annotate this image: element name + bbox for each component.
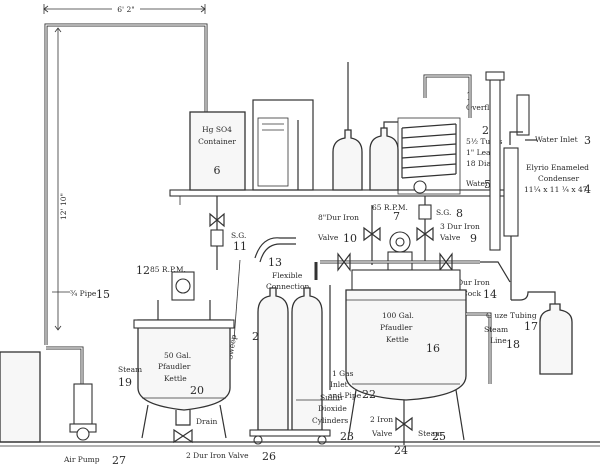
- callout-10: 10: [343, 232, 357, 245]
- callout-17: 17: [524, 320, 538, 333]
- sulfur-line2: Dioxide: [318, 404, 347, 413]
- callout-15: 15: [96, 288, 110, 301]
- callout-6: 6: [214, 164, 221, 177]
- callout-5: 5: [484, 178, 491, 191]
- drain-label: Drain: [196, 417, 217, 426]
- condenser-label-line1: Elyrio Enameled: [526, 163, 589, 172]
- callout-24: 24: [394, 444, 408, 457]
- steam-line-label2: Line: [490, 336, 507, 345]
- dur-valve-left-line1: 8"Dur Iron: [318, 213, 359, 222]
- sulfur-dioxide-cylinders: Sulfur Dioxide Cylinders 23: [249, 287, 354, 445]
- center-valves: 65 R.P.M. 7 S.G. 8 8"Dur Iron Valve 10 3…: [317, 196, 511, 301]
- side-dimension-label: 12' 10": [59, 193, 68, 220]
- air-pump-label: Air Pump: [63, 455, 100, 464]
- kettle-small-line3: Kettle: [164, 374, 187, 383]
- steam-left-label: Steam: [118, 365, 142, 374]
- dur-cock-line2: Cock: [462, 289, 481, 298]
- dur-valve-left-line2: Valve: [317, 233, 339, 242]
- sulfur-line1: Sulfur: [320, 393, 344, 402]
- kettle-small-line1: 50 Gal.: [164, 351, 191, 360]
- small-kettle: 12 85 R.P.M. 50 Gal. Pfaudler Kettle 20 …: [118, 264, 266, 444]
- callout-14: 14: [483, 288, 497, 301]
- turns-label: 5½ Turns: [466, 137, 503, 146]
- hgso4-container: Hg SO4 Container 6: [189, 111, 246, 191]
- hgso4-label-line2: Container: [198, 137, 236, 146]
- steam-line: Steam Line 18: [466, 312, 520, 384]
- upper-piping: [423, 74, 472, 118]
- dur-cock-line1: 8 Dur Iron: [450, 278, 490, 287]
- iron-valve-line2: Valve: [371, 429, 393, 438]
- shelf: [169, 189, 516, 205]
- steam-bottom-label: Steam: [418, 429, 442, 438]
- callout-2: 2: [482, 124, 489, 137]
- lead-coil: Overflow 1 5½ Turns 1" Lead 18 Dia. Wate…: [397, 90, 503, 195]
- steam-line-label1: Steam: [484, 325, 508, 334]
- callout-22: 22: [362, 388, 376, 401]
- dia-label: 18 Dia.: [466, 159, 493, 168]
- sulfur-line3: Cylinders: [312, 416, 348, 425]
- condenser-label-line2: Condenser: [538, 174, 579, 183]
- dur-iron-valve-bottom: 2 Dur Iron Valve: [186, 451, 249, 460]
- dur-valve-right-line1: 3 Dur Iron: [440, 222, 480, 231]
- kettle-small-line2: Pfaudler: [158, 362, 191, 371]
- shelf-frame: [252, 99, 314, 191]
- vertical-condenser: Water Inlet 3 Elyrio Enameled Condenser …: [485, 71, 591, 300]
- callout-20: 20: [190, 384, 204, 397]
- gas-line1: 1 Gas: [332, 369, 354, 378]
- side-dimension: 12' 10": [54, 27, 68, 331]
- pipe-34-callout: ¾ Pipe 15: [52, 288, 110, 301]
- rpm-left-label: 85 R.P.M.: [150, 265, 186, 274]
- callout-9: 9: [470, 232, 477, 245]
- kettle-big-line2: Pfaudler: [380, 323, 413, 332]
- callout-25: 25: [432, 430, 446, 443]
- sg-left-label: S.G.: [231, 231, 246, 240]
- kettle-big-line3: Kettle: [386, 335, 409, 344]
- callout-11: 11: [233, 240, 247, 253]
- callout-7: 7: [393, 210, 400, 223]
- callout-18: 18: [506, 338, 520, 351]
- condenser-label-line3: 11¼ x 11 ¼ x 47: [524, 185, 588, 194]
- callout-8: 8: [456, 207, 463, 220]
- hgso4-label-line1: Hg SO4: [202, 125, 232, 134]
- iron-valve-line1: 2 Iron: [370, 415, 393, 424]
- pipe-34-label: ¾ Pipe: [70, 289, 97, 298]
- shelf-bottles: [332, 62, 399, 191]
- lead-label: 1" Lead: [466, 148, 495, 157]
- callout-12: 12: [136, 264, 150, 277]
- vent-pipe: [44, 23, 208, 385]
- callout-4: 4: [584, 183, 591, 196]
- sg-center-label: S.G.: [436, 208, 451, 217]
- flexible-label-line2: Connection: [266, 282, 309, 291]
- callout-13: 13: [268, 256, 282, 269]
- air-pump-assembly: Air Pump 27: [0, 351, 126, 467]
- callout-3: 3: [584, 134, 591, 147]
- flexible-label-line1: Flexible: [272, 271, 303, 280]
- gas-line2: Inlet: [330, 380, 348, 389]
- water-inlet-label: Water Inlet: [535, 135, 578, 144]
- gauze-label: G uze Tubing: [486, 311, 537, 320]
- rpm-center-label: 65 R.P.M.: [372, 203, 408, 212]
- callout-23: 23: [340, 430, 354, 443]
- sight-glass-left: S.G. 11: [209, 196, 247, 270]
- callout-16: 16: [426, 342, 440, 355]
- gas-line3: and Pipe: [328, 391, 362, 400]
- overflow-label: Overflow: [466, 103, 501, 112]
- dur-valve-right-line2: Valve: [439, 233, 461, 242]
- top-dimension-label: 6' 2": [117, 5, 134, 14]
- callout-19: 19: [118, 376, 132, 389]
- bottom-valve-callout: 2 Dur Iron Valve 26: [186, 450, 276, 463]
- kettle-big-line1: 100 Gal.: [382, 311, 414, 320]
- gauze-tubing: G uze Tubing 17: [486, 291, 573, 375]
- water-label: Water: [466, 179, 489, 188]
- callout-26: 26: [262, 450, 276, 463]
- callout-27: 27: [112, 454, 126, 467]
- top-dimension: 6' 2": [43, 3, 206, 14]
- big-kettle: 100 Gal. Pfaudler Kettle 16 1 Gas Inlet …: [328, 269, 467, 457]
